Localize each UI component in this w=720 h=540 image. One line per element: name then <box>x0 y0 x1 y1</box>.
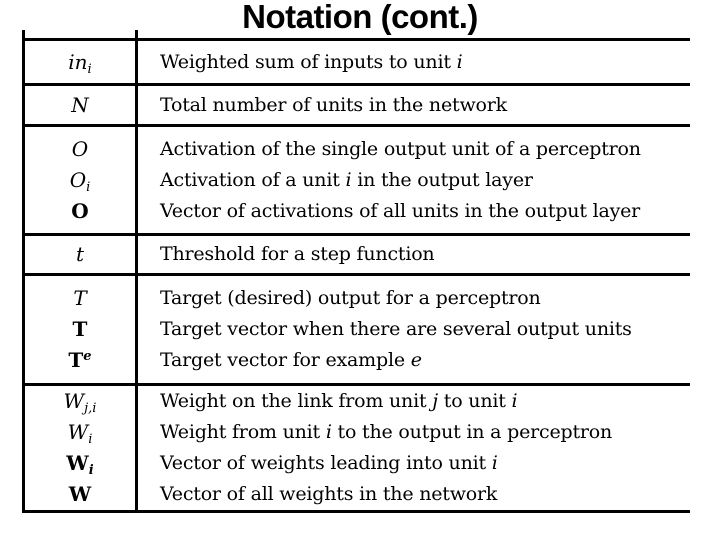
description-cell: Target (desired) output for a perceptron… <box>138 276 690 383</box>
symbol-o-bold: O <box>71 196 88 227</box>
table-tick-divider <box>135 30 138 38</box>
description-line: Vector of all weights in the network <box>160 479 690 510</box>
symbol-w-ji: Wj,i <box>64 386 97 417</box>
description-text: Activation of a unit <box>160 168 346 191</box>
description-text: in the output layer <box>351 168 533 191</box>
symbol-t-italic: T <box>73 283 86 314</box>
symbol-in-i: ini <box>68 47 91 78</box>
symbol-base: T <box>73 286 87 310</box>
description-line: Weighted sum of inputs to unit i <box>160 47 690 78</box>
table-tick-left <box>22 30 25 38</box>
description-text: to the output in a perceptron <box>331 421 613 443</box>
symbol-base: W <box>63 389 85 413</box>
description-variable: i <box>491 452 498 474</box>
description-line: Vector of weights leading into unit i <box>160 448 690 479</box>
notation-table: ini Weighted sum of inputs to unit i N T… <box>22 30 690 513</box>
symbol-base: t <box>75 242 85 266</box>
symbol-w-i-bold: Wi <box>66 448 93 479</box>
symbol-base: W <box>66 451 89 475</box>
description-text: Weight from unit <box>160 421 326 443</box>
symbol-o-italic: O <box>72 134 88 165</box>
description-line: Target vector for example e <box>160 345 690 376</box>
symbol-t: t <box>76 239 84 270</box>
description-variable: i <box>345 168 352 191</box>
symbol-base: T <box>72 317 88 341</box>
description-line: Threshold for a step function <box>160 239 690 270</box>
symbol-cell: N <box>25 86 138 124</box>
slide-title: Notation (cont.) <box>242 0 478 35</box>
description-cell: Weighted sum of inputs to unit i <box>138 41 690 83</box>
description-line: Activation of a unit i in the output lay… <box>160 165 690 196</box>
description-text: Weight on the link from unit <box>160 390 433 412</box>
symbol-n: N <box>71 90 89 121</box>
description-line: Weight from unit i to the output in a pe… <box>160 417 690 448</box>
description-text: Activation of the single output unit of … <box>160 137 641 160</box>
description-cell: Threshold for a step function <box>138 236 690 273</box>
description-variable: e <box>410 349 422 371</box>
symbol-subscript: i <box>88 432 93 447</box>
table-row-n: N Total number of units in the network <box>25 86 690 127</box>
symbol-base: W <box>67 420 89 444</box>
description-variable: j <box>432 390 438 412</box>
description-line: Target vector when there are several out… <box>160 314 690 345</box>
description-text: Vector of weights leading into unit <box>160 452 492 474</box>
symbol-t-superscript-e: Te <box>68 345 91 376</box>
description-line: Weight on the link from unit j to unit i <box>160 386 690 417</box>
table-row-in: ini Weighted sum of inputs to unit i <box>25 41 690 86</box>
symbol-subscript: i <box>88 463 94 478</box>
symbol-base: O <box>71 198 89 223</box>
table-row-o-group: O Oi O Activation of the single output u… <box>25 127 690 236</box>
description-line: Vector of activations of all units in th… <box>160 196 690 227</box>
symbol-base: in <box>68 49 88 74</box>
table-row-t: t Threshold for a step function <box>25 236 690 276</box>
description-variable: i <box>456 50 463 73</box>
description-cell: Activation of the single output unit of … <box>138 127 690 233</box>
table-row-w-group: Wj,i Wi Wi W Weight on the link from uni… <box>25 386 690 513</box>
symbol-base: O <box>69 167 87 192</box>
symbol-cell: ini <box>25 41 138 83</box>
description-variable: i <box>325 421 332 443</box>
symbol-t-bold: T <box>73 314 88 345</box>
description-text: to unit <box>437 390 512 412</box>
description-text: Weighted sum of inputs to unit <box>160 50 457 73</box>
symbol-subscript: i <box>87 61 92 77</box>
symbol-cell: t <box>25 236 138 273</box>
description-text: Target vector when there are several out… <box>160 318 632 340</box>
symbol-base: W <box>68 482 92 506</box>
symbol-subscript: j,i <box>84 401 97 416</box>
description-text: Vector of activations of all units in th… <box>160 199 641 222</box>
description-line: Activation of the single output unit of … <box>160 134 690 165</box>
description-variable: i <box>511 390 518 412</box>
symbol-subscript: i <box>86 179 91 195</box>
description-text: Target vector for example <box>160 349 411 371</box>
description-line: Target (desired) output for a perceptron <box>160 283 690 314</box>
symbol-superscript: e <box>83 349 92 364</box>
table-row-t-group: T T Te Target (desired) output for a per… <box>25 276 690 386</box>
description-cell: Total number of units in the network <box>138 86 690 124</box>
description-cell: Weight on the link from unit j to unit i… <box>138 386 690 510</box>
symbol-cell: T T Te <box>25 276 138 383</box>
description-text: Target (desired) output for a perceptron <box>160 287 541 309</box>
description-text: Threshold for a step function <box>160 243 435 265</box>
description-text: Vector of all weights in the network <box>160 483 498 505</box>
symbol-base: N <box>71 92 89 117</box>
symbol-base: T <box>68 348 84 372</box>
symbol-w-bold: W <box>69 479 91 510</box>
symbol-o-i: Oi <box>70 165 91 196</box>
symbol-cell: Wj,i Wi Wi W <box>25 386 138 510</box>
symbol-cell: O Oi O <box>25 127 138 233</box>
description-text: Total number of units in the network <box>160 93 507 116</box>
symbol-w-i-italic: Wi <box>68 417 93 448</box>
symbol-base: O <box>71 136 89 161</box>
description-line: Total number of units in the network <box>160 90 690 121</box>
